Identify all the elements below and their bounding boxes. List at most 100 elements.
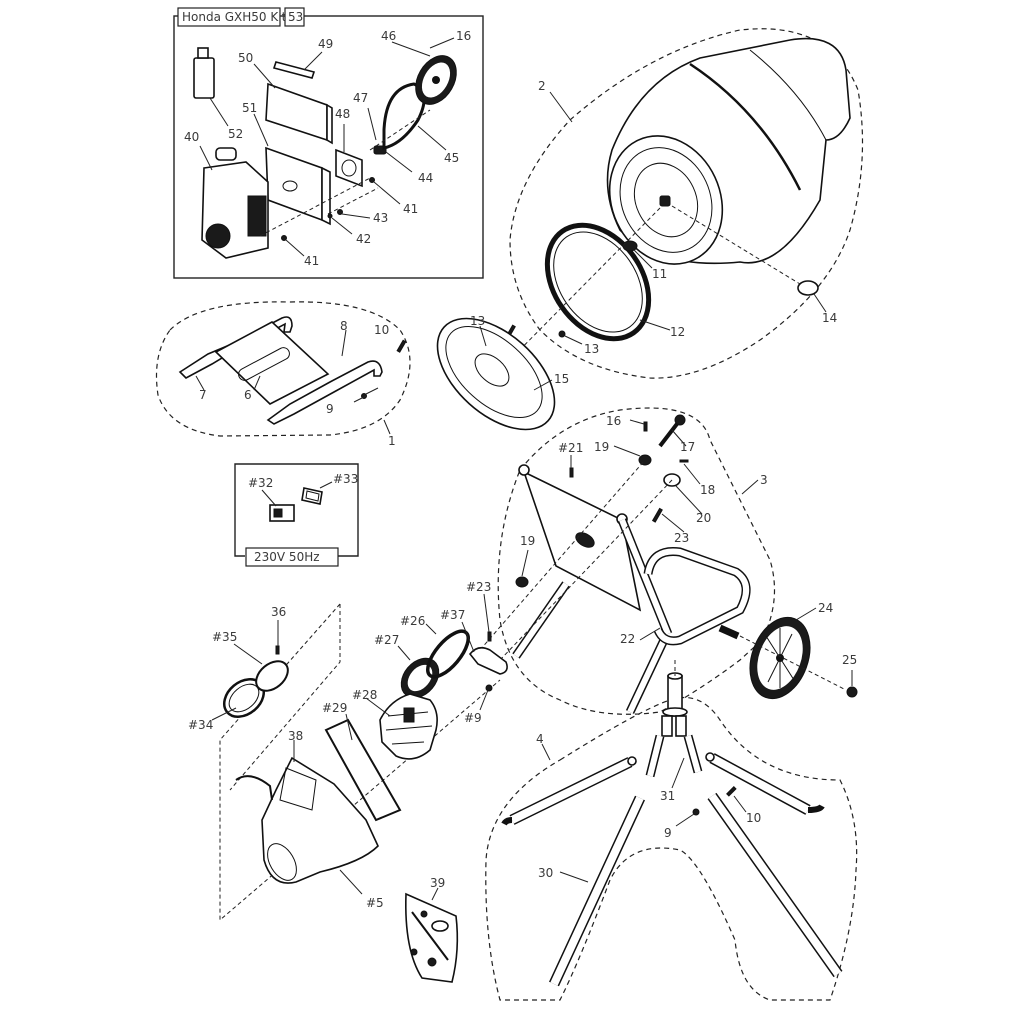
- fan-part: [233, 643, 289, 692]
- drive-pulley-part: [367, 107, 413, 173]
- label-46: 46: [381, 29, 396, 43]
- drum-ring-part: [544, 222, 671, 342]
- label-12: 12: [670, 325, 685, 339]
- hardware-bag-part: 39: [405, 876, 459, 983]
- label-41-lower: 41: [304, 254, 319, 268]
- label-44: 44: [418, 171, 433, 185]
- leg-group: 4: [485, 660, 858, 1001]
- drum-part: [606, 37, 851, 265]
- clip-part: [797, 280, 827, 313]
- label-17: 17: [680, 440, 695, 454]
- label-9-motor: #9: [464, 711, 482, 725]
- mount-plate-part: [253, 113, 331, 226]
- label-27: #27: [374, 633, 399, 647]
- label-23-frame: 23: [674, 531, 689, 545]
- pulley-wheel-part: [391, 37, 457, 105]
- label-38: 38: [288, 729, 303, 743]
- label-42: 42: [356, 232, 371, 246]
- voltage-label: 230V 50Hz: [254, 550, 320, 564]
- motor-gasket-part: [324, 713, 402, 822]
- label-16-frame: 16: [606, 414, 621, 428]
- label-31: 31: [660, 789, 675, 803]
- honda-kit-title: Honda GXH50 Kit: [182, 10, 287, 24]
- label-50: 50: [238, 51, 253, 65]
- motor-group: 36 #35 #34 #23 #26 #37 #27 #28 #9 #29 38…: [188, 580, 508, 922]
- label-36: 36: [271, 605, 286, 619]
- motor-part: [365, 693, 438, 760]
- leg-hub-part: [645, 672, 703, 789]
- label-16-kit: 16: [456, 29, 471, 43]
- label-26: #26: [400, 614, 425, 628]
- cover-part: [253, 63, 333, 145]
- label-33: #33: [333, 472, 358, 486]
- label-25: 25: [842, 653, 857, 667]
- engine-part: [199, 145, 269, 259]
- honda-kit-frame: [173, 15, 484, 279]
- label-7: 7: [199, 388, 207, 402]
- label-4: 4: [536, 732, 544, 746]
- label-5: #5: [366, 896, 384, 910]
- frame-group: 3: [479, 407, 858, 715]
- label-9-handle: 9: [326, 402, 334, 416]
- label-1: 1: [388, 434, 396, 448]
- label-40: 40: [184, 130, 199, 144]
- label-13-drum: 13: [584, 342, 599, 356]
- label-51: 51: [242, 101, 257, 115]
- wheel-part: [749, 616, 811, 700]
- label-6: 6: [244, 388, 252, 402]
- label-49: 49: [318, 37, 333, 51]
- label-11: 11: [652, 267, 667, 281]
- label-20: 20: [696, 511, 711, 525]
- label-41-upper: 41: [403, 202, 418, 216]
- back-plate-part: 13 15: [436, 314, 569, 431]
- gasket-part: [335, 124, 363, 188]
- label-3: 3: [760, 473, 768, 487]
- label-52: 52: [228, 127, 243, 141]
- bushing-19b-part: [515, 576, 529, 588]
- label-2: 2: [538, 79, 546, 93]
- frame-plate-part: [518, 464, 642, 612]
- motor-belt-part: [425, 623, 470, 679]
- bushing-part: [622, 240, 638, 252]
- honda-kit-group: Honda GXH50 Kit 53: [173, 7, 484, 279]
- handle-group: 8 10 7 6 9 1: [155, 301, 411, 448]
- label-29: #29: [322, 701, 347, 715]
- label-19-upper: 19: [594, 440, 609, 454]
- honda-kit-title-box: [177, 7, 281, 27]
- label-14: 14: [822, 311, 837, 325]
- label-13-plate: 13: [470, 314, 485, 328]
- label-19-lower: 19: [520, 534, 535, 548]
- switch-box-group: 230V 50Hz #32 #33: [234, 463, 359, 567]
- screw-16-part: [643, 421, 648, 432]
- label-47: 47: [353, 91, 368, 105]
- switch-seal-part: [301, 487, 323, 505]
- bushing-19-part: [638, 454, 652, 466]
- label-45: 45: [444, 151, 459, 165]
- label-8: 8: [340, 319, 348, 333]
- label-37: #37: [440, 608, 465, 622]
- honda-kit-number-box: [284, 7, 305, 27]
- label-22: 22: [620, 632, 635, 646]
- switch-part: [269, 504, 295, 522]
- label-48: 48: [335, 107, 350, 121]
- label-39: 39: [430, 876, 445, 890]
- handle-part: [178, 316, 383, 425]
- clamp-part: [461, 621, 508, 675]
- knob-17-part: [674, 414, 686, 426]
- label-15: 15: [554, 372, 569, 386]
- motor-housing-part: [235, 740, 379, 895]
- label-34: #34: [188, 718, 213, 732]
- honda-kit-number: 53: [288, 10, 303, 24]
- oil-bottle-part: [193, 47, 229, 127]
- decal-part: [272, 51, 323, 79]
- label-10-leg: 10: [746, 811, 761, 825]
- label-9-leg: 9: [664, 826, 672, 840]
- wheel-nut-part: [846, 686, 858, 698]
- label-35: #35: [212, 630, 237, 644]
- label-24: 24: [818, 601, 833, 615]
- voltage-label-box: [245, 547, 339, 567]
- label-32: #32: [248, 476, 273, 490]
- label-28: #28: [352, 688, 377, 702]
- label-10-handle: 10: [374, 323, 389, 337]
